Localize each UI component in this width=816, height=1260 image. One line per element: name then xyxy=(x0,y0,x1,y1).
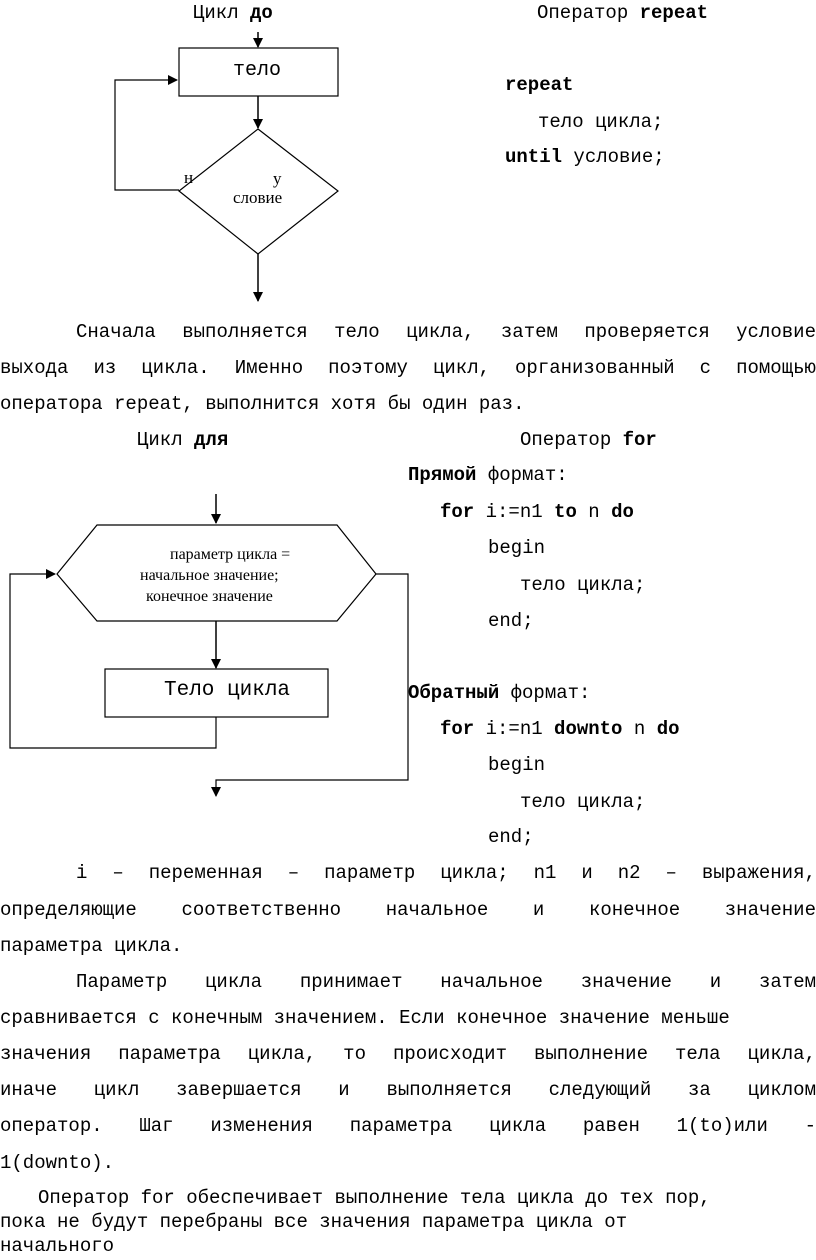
repeat-condition-label: словие xyxy=(233,188,283,207)
paragraph4-line1: Оператор for обеспечивает выполнение тел… xyxy=(38,1187,711,1209)
for-loop-back-line xyxy=(9,569,217,749)
reverse-for-line: for i:=n1 downto n do xyxy=(440,718,680,740)
for-operator-caption: Оператор for xyxy=(520,429,657,451)
for-hex-line3: конечное значение xyxy=(146,588,273,605)
repeat-condition-letter: у xyxy=(273,169,282,188)
for-exit-line xyxy=(211,573,409,797)
reverse-format-title: Обратный формат: xyxy=(408,682,591,704)
code-until-line: until условие; xyxy=(505,146,665,168)
paragraph3-line6: 1(downto). xyxy=(0,1152,115,1174)
direct-begin: begin xyxy=(488,537,546,559)
direct-body: тело цикла; xyxy=(520,574,646,596)
reverse-begin: begin xyxy=(488,754,546,776)
paragraph4-line3: начального xyxy=(0,1235,115,1257)
direct-end: end; xyxy=(488,610,534,632)
for-hex-line2: начальное значение; xyxy=(140,567,279,584)
for-hexagon xyxy=(56,524,377,622)
direct-for-line: for i:=n1 to n do xyxy=(440,501,634,523)
code-repeat-keyword: repeat xyxy=(505,74,574,96)
for-body-label: Тело цикла xyxy=(164,679,291,702)
paragraph2-line3: параметра цикла. xyxy=(0,935,183,957)
reverse-body: тело цикла; xyxy=(520,791,646,813)
for-caption: Цикл для xyxy=(137,429,229,451)
for-hex-line1: параметр цикла = xyxy=(170,546,291,563)
repeat-operator-caption: Оператор repeat xyxy=(537,2,709,24)
for-body-box xyxy=(104,668,329,718)
repeat-caption: Цикл до xyxy=(193,2,273,24)
code-repeat-body: тело цикла; xyxy=(538,111,664,133)
direct-format-title: Прямой формат: xyxy=(408,464,568,486)
paragraph1-line3: оператора repeat, выполнится хотя бы оди… xyxy=(0,393,525,415)
repeat-loop-back-line xyxy=(114,75,179,191)
paragraph4-line2: пока не будут перебраны все значения пар… xyxy=(0,1211,628,1233)
repeat-no-label: н xyxy=(184,168,194,187)
reverse-end: end; xyxy=(488,826,534,848)
repeat-condition-cut-text: выход xyxy=(230,210,274,218)
repeat-body-label: тело xyxy=(233,59,282,82)
paragraph3-line2: сравнивается с конечным значением. Если … xyxy=(0,1007,730,1029)
